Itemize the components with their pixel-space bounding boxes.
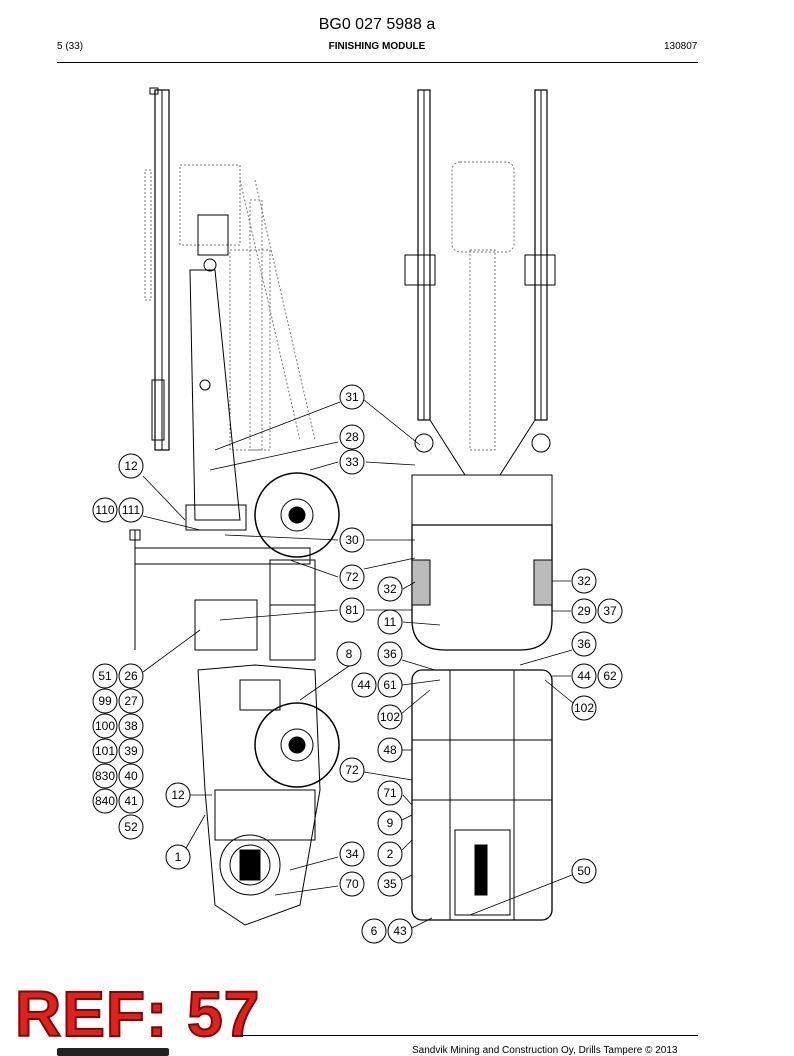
- callout-40: 40: [124, 769, 138, 783]
- callout-32-right: 32: [577, 574, 591, 588]
- callout-32-left: 32: [383, 582, 397, 596]
- callout-12-upper: 12: [124, 459, 138, 473]
- callout-35: 35: [383, 877, 397, 891]
- callout-840: 840: [95, 794, 115, 808]
- right-top-view: [404, 89, 556, 921]
- callout-110: 110: [95, 503, 114, 517]
- callout-72-lower: 72: [345, 763, 359, 777]
- callout-36-mid: 36: [383, 647, 397, 661]
- callouts: 31 28 33 12 110 111 30 72 32 32 81 11 29…: [92, 384, 623, 944]
- callout-2: 2: [387, 847, 394, 861]
- callout-81: 81: [345, 603, 359, 617]
- callout-102-left: 102: [380, 710, 400, 724]
- page-title: FINISHING MODULE: [328, 41, 426, 52]
- footer-rule: [240, 1035, 698, 1036]
- callout-51: 51: [98, 669, 112, 683]
- callout-12-lower: 12: [171, 788, 185, 802]
- callout-62: 62: [603, 669, 617, 683]
- callout-1: 1: [175, 850, 182, 864]
- callout-43: 43: [393, 924, 407, 938]
- callout-28: 28: [345, 430, 359, 444]
- callout-8: 8: [346, 647, 353, 661]
- leader-lines: [142, 399, 574, 929]
- sandvik-logo: [57, 1048, 169, 1056]
- document-number: BG0 027 5988 a: [318, 16, 436, 33]
- callout-99: 99: [98, 694, 112, 708]
- header-rule: [57, 62, 698, 63]
- callout-71: 71: [383, 786, 397, 800]
- callout-101: 101: [95, 744, 115, 758]
- callout-44-right: 44: [577, 669, 591, 683]
- callout-50: 50: [577, 864, 591, 878]
- callout-27: 27: [124, 694, 138, 708]
- callout-37: 37: [603, 604, 617, 618]
- callout-33: 33: [345, 455, 359, 469]
- callout-38: 38: [124, 719, 138, 733]
- ref-stamp: REF: 57: [14, 978, 261, 1050]
- callout-39: 39: [124, 744, 138, 758]
- callout-11: 11: [384, 615, 397, 629]
- callout-44-left: 44: [357, 678, 371, 692]
- callout-61: 61: [383, 678, 397, 692]
- document-date: 130807: [664, 41, 698, 52]
- callout-48: 48: [383, 743, 397, 757]
- callout-111: 111: [122, 503, 141, 517]
- page-number: 5 (33): [57, 41, 84, 52]
- callout-36-right: 36: [577, 637, 591, 651]
- callout-31: 31: [345, 390, 359, 404]
- callout-41: 41: [124, 794, 138, 808]
- callout-52: 52: [124, 820, 138, 834]
- callout-830: 830: [95, 769, 115, 783]
- callout-102-right: 102: [574, 701, 594, 715]
- callout-30: 30: [345, 533, 359, 547]
- callout-26: 26: [124, 669, 138, 683]
- left-side-view: [129, 87, 340, 926]
- callout-72-upper: 72: [345, 570, 359, 584]
- callout-6: 6: [371, 924, 378, 938]
- callout-34: 34: [345, 847, 359, 861]
- callout-100: 100: [95, 719, 115, 733]
- footer-copyright: Sandvik Mining and Construction Oy, Dril…: [412, 1045, 678, 1056]
- callout-9: 9: [387, 816, 394, 830]
- callout-29: 29: [577, 604, 591, 618]
- callout-70: 70: [345, 877, 359, 891]
